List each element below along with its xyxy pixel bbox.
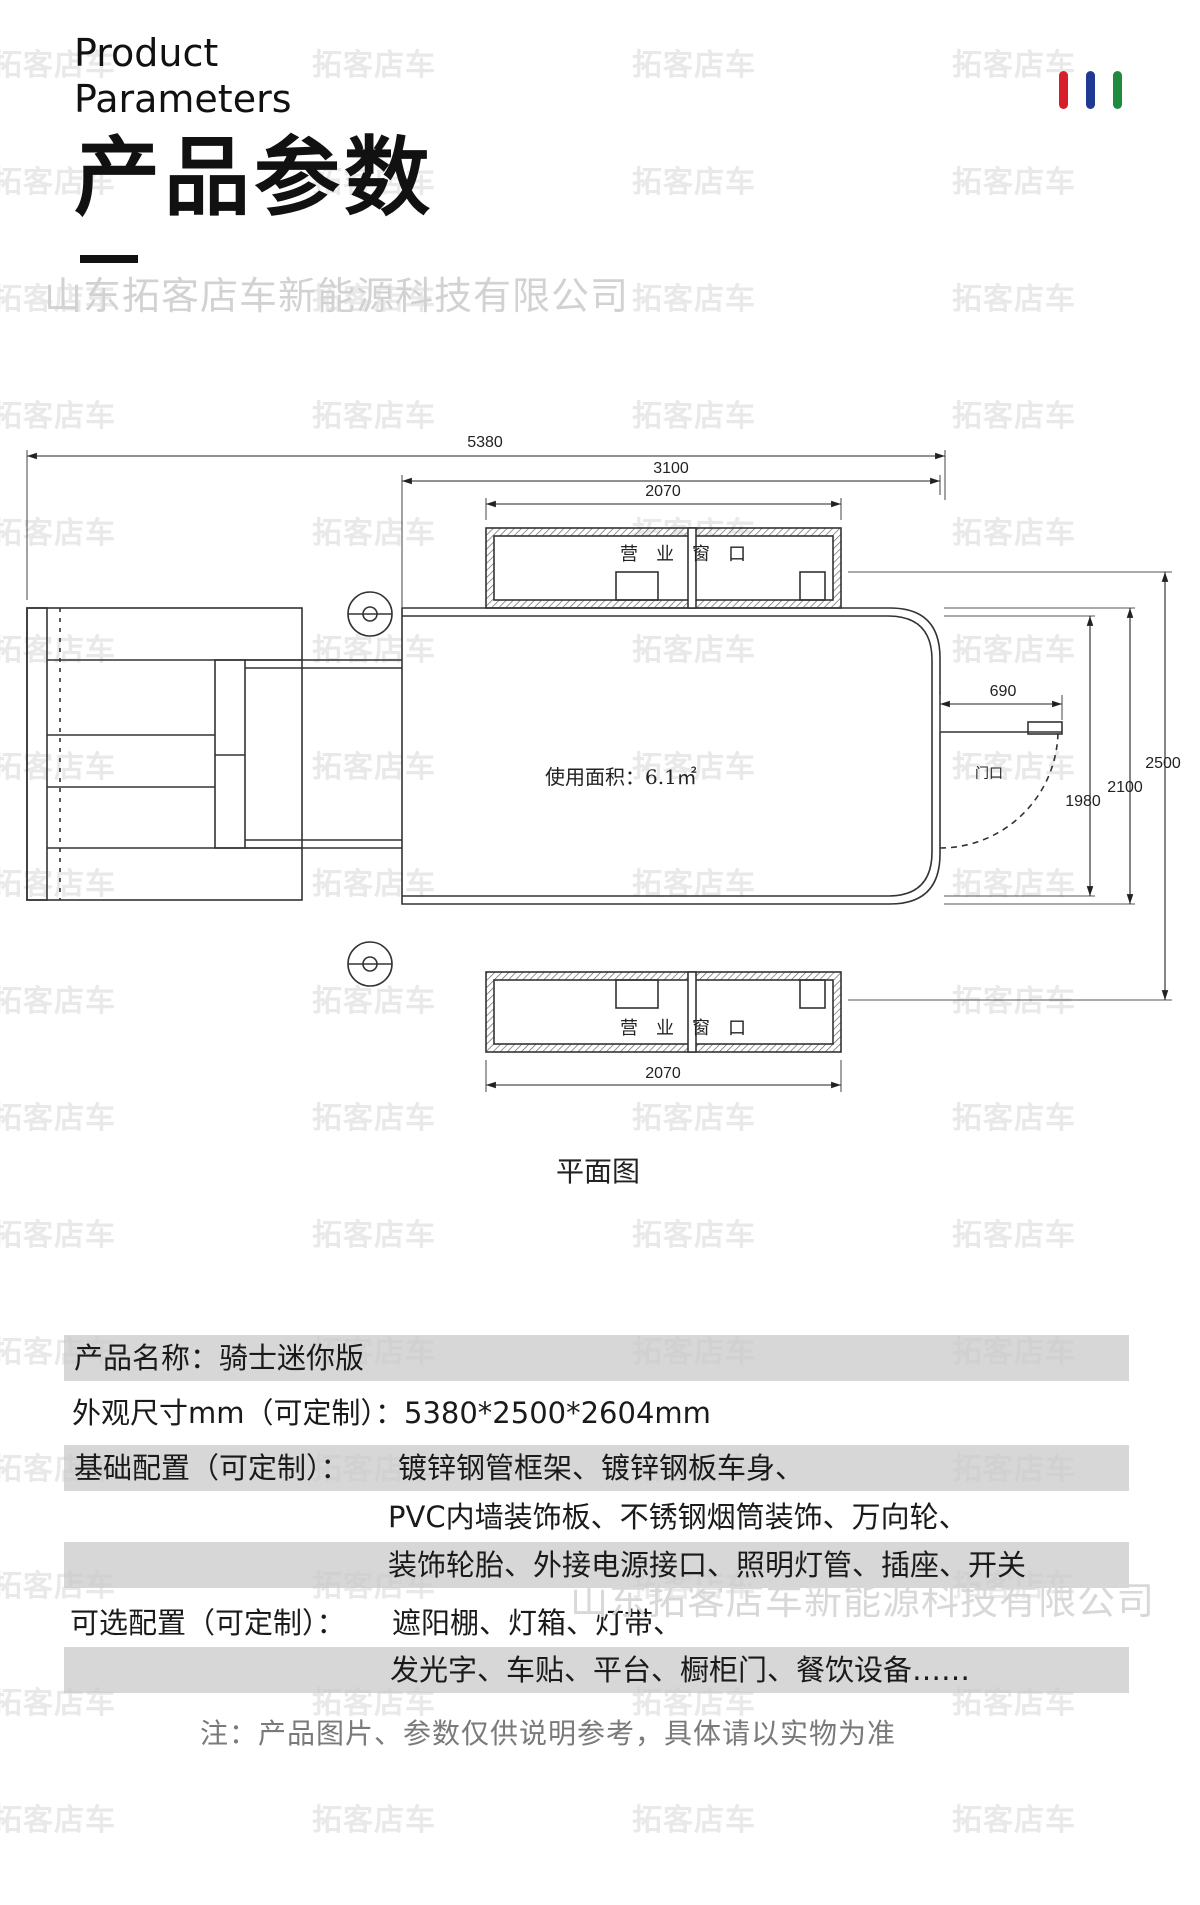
dim-window-top: 2070	[645, 483, 681, 500]
watermark-text: 拓客店车	[632, 282, 756, 317]
front-platform	[26, 607, 402, 901]
dim-total-length: 5380	[467, 434, 503, 451]
window-label-bottom: 营 业 窗 口	[620, 1018, 746, 1039]
watermark-text: 拓客店车	[312, 1218, 436, 1253]
watermark-text: 拓客店车	[0, 1803, 116, 1838]
spec-basic-line2: PVC内墙装饰板、不锈钢烟筒装饰、万向轮、	[388, 1500, 968, 1534]
header-title-en: Product Parameters	[74, 30, 292, 122]
spec-optional-row1: 可选配置（可定制）： 遮阳棚、灯箱、灯带、	[64, 1600, 1129, 1646]
dim-width-total: 2500	[1145, 755, 1181, 772]
watermark-text: 拓客店车	[952, 1218, 1076, 1253]
disclaimer-note: 注：产品图片、参数仅供说明参考，具体请以实物为准	[200, 1717, 897, 1750]
dim-width-inner: 1980	[1065, 793, 1101, 810]
caster-wheel-bottom	[347, 941, 393, 987]
spec-basic-label: 基础配置（可定制）：	[74, 1451, 350, 1485]
cabin-outline	[401, 607, 941, 905]
watermark-text: 拓客店车	[632, 1803, 756, 1838]
header-title-en-line1: Product	[74, 31, 219, 75]
door-label: 门口	[975, 766, 1003, 782]
spec-size-text: 外观尺寸mm（可定制）：5380*2500*2604mm	[72, 1396, 711, 1430]
plan-caption: 平面图	[556, 1155, 641, 1188]
header-title-en-line2: Parameters	[74, 77, 292, 121]
header-divider	[80, 255, 138, 263]
usable-area-label: 使用面积：6.1㎡	[545, 765, 697, 789]
spec-optional-line1: 遮阳棚、灯箱、灯带、	[392, 1606, 683, 1640]
spec-basic-line3: 装饰轮胎、外接电源接口、照明灯管、插座、开关	[388, 1548, 1027, 1582]
watermark-text: 拓客店车	[952, 48, 1076, 83]
cabin-inner-wall	[402, 615, 933, 897]
window-label-top: 营 业 窗 口	[620, 544, 746, 565]
floor-plan-drawing: 5380 3100 2070 2070 690 2500 2100 1980 营…	[26, 434, 1181, 1092]
dim-door-width: 690	[990, 683, 1017, 700]
spec-size: 外观尺寸mm（可定制）：5380*2500*2604mm	[64, 1390, 1129, 1436]
color-mark-red	[1059, 71, 1068, 109]
color-mark-green	[1113, 71, 1122, 109]
watermark-text: 拓客店车	[312, 48, 436, 83]
company-watermark-bottom: 山东拓客店车新能源科技有限公司	[570, 1579, 1156, 1623]
spec-basic-row2: PVC内墙装饰板、不锈钢烟筒装饰、万向轮、	[64, 1494, 1129, 1540]
spec-optional-line2: 发光字、车贴、平台、橱柜门、餐饮设备……	[390, 1653, 971, 1687]
caster-wheel-top	[347, 591, 393, 637]
watermark-text: 拓客店车	[0, 1218, 116, 1253]
watermark-text: 拓客店车	[312, 1803, 436, 1838]
dim-width-body: 2100	[1107, 779, 1143, 796]
company-watermark-top: 山东拓客店车新能源科技有限公司	[44, 274, 630, 318]
spec-basic-line1: 镀锌钢管框架、镀锌钢板车身、	[398, 1451, 805, 1485]
watermark-text: 拓客店车	[632, 165, 756, 200]
dim-cabin-length: 3100	[653, 460, 689, 477]
watermark-text: 拓客店车	[952, 165, 1076, 200]
spec-optional-label: 可选配置（可定制）：	[70, 1606, 346, 1640]
door-swing	[939, 721, 1063, 849]
spec-product-name-text: 产品名称：骑士迷你版	[74, 1341, 365, 1375]
header-title-cn: 产品参数	[74, 128, 434, 228]
service-window-top	[485, 527, 842, 609]
spec-product-name: 产品名称：骑士迷你版	[64, 1335, 1129, 1381]
watermark-text: 拓客店车	[952, 282, 1076, 317]
watermark-text: 拓客店车	[632, 48, 756, 83]
spec-basic-row1: 基础配置（可定制）： 镀锌钢管框架、镀锌钢板车身、	[64, 1445, 1129, 1491]
service-window-bottom	[485, 971, 842, 1053]
watermark-text: 拓客店车	[952, 1803, 1076, 1838]
spec-optional-row2: 发光字、车贴、平台、橱柜门、餐饮设备……	[64, 1647, 1129, 1693]
color-marks	[1059, 71, 1122, 109]
color-mark-blue	[1086, 71, 1095, 109]
dim-window-bottom: 2070	[645, 1065, 681, 1082]
spec-basic-row3: 装饰轮胎、外接电源接口、照明灯管、插座、开关	[64, 1542, 1129, 1588]
watermark-text: 拓客店车	[632, 1218, 756, 1253]
